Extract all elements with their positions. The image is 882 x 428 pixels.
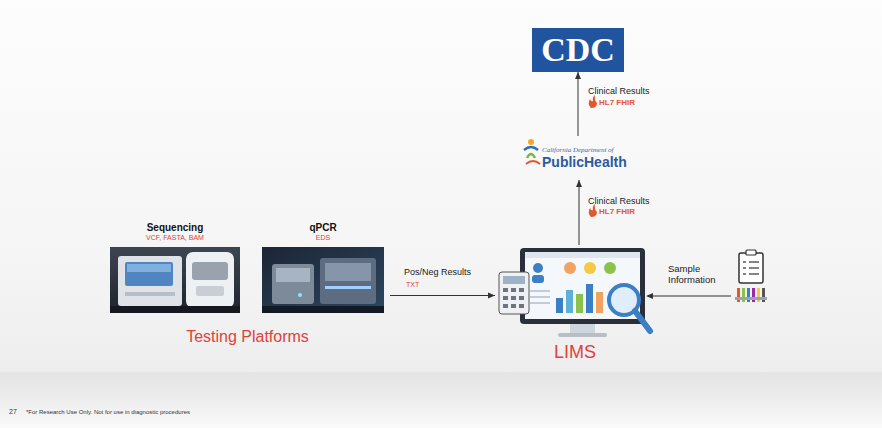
platform-name: qPCR xyxy=(309,222,336,234)
footnote: *For Research Use Only. Not for use in d… xyxy=(26,409,190,416)
standard-tag: HL7 FHIR xyxy=(599,98,635,108)
system-name: LIMS xyxy=(554,342,596,363)
group-title: Testing Platforms xyxy=(186,328,309,346)
qpcr-platform: qPCREDS xyxy=(262,222,384,314)
flow-label: Sample Information xyxy=(668,263,724,286)
flow-arrow xyxy=(390,295,495,296)
sample-arrow xyxy=(652,296,731,297)
clipboard-icon xyxy=(739,250,763,283)
edge-label: Clinical Results xyxy=(588,196,650,207)
file-formats: EDS xyxy=(316,234,330,242)
fhir-flame xyxy=(589,95,597,108)
cdc-logo: CDC xyxy=(532,28,624,72)
flow-arrow xyxy=(579,180,580,245)
format-tag: TXT xyxy=(406,281,419,289)
lims-system: LIMS xyxy=(495,245,655,363)
agency-line: California Department of xyxy=(542,146,614,154)
sample-tubes xyxy=(735,288,767,302)
platform-group: Testing Platforms SequencingVCF, FASTA, B… xyxy=(105,220,390,346)
logo-text: CDC xyxy=(541,30,615,69)
edge-label: Pos/Neg Results xyxy=(404,267,471,278)
sequencer-photo xyxy=(110,247,240,313)
cdph-logo: California Department ofPublicHealth xyxy=(520,136,638,180)
page-number: 27 xyxy=(9,408,17,416)
file-formats: VCF, FASTA, BAM xyxy=(146,234,204,242)
standard-tag: HL7 FHIR xyxy=(599,207,635,217)
platform-name: Sequencing xyxy=(147,222,204,234)
footer-band xyxy=(0,372,882,428)
arrowhead xyxy=(646,293,653,299)
cdph-icon xyxy=(524,139,540,164)
edge-label: Clinical Results xyxy=(588,86,650,97)
qpcr-photo xyxy=(262,247,384,313)
sequencing-platform: SequencingVCF, FASTA, BAM xyxy=(110,222,240,314)
agency-name: PublicHealth xyxy=(542,154,627,170)
computer-illustration xyxy=(499,248,650,337)
flow-arrow xyxy=(578,72,579,136)
